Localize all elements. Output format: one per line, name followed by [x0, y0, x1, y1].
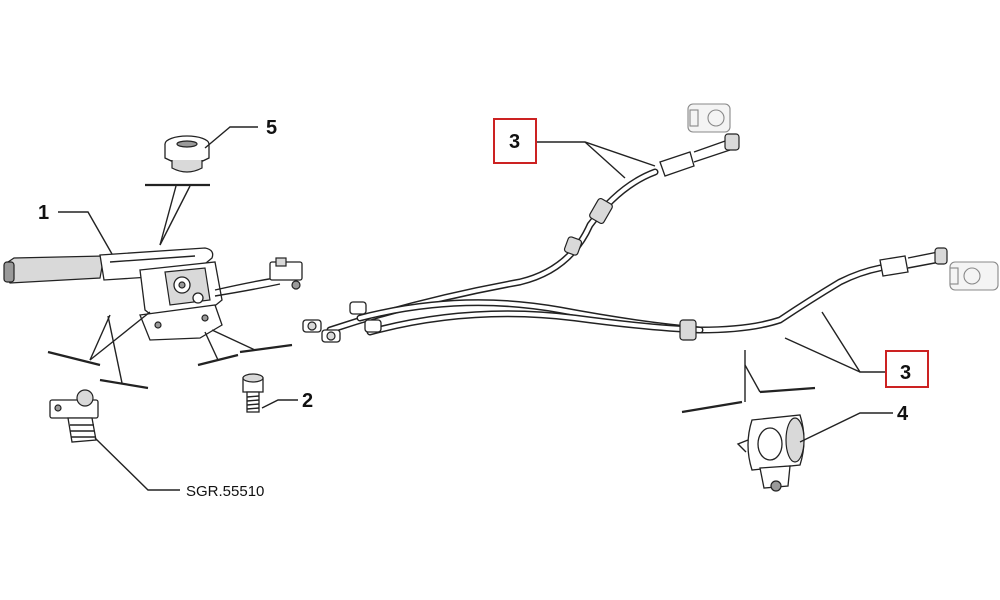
clamp-part-4 [736, 414, 805, 492]
bolt-part-2 [242, 373, 264, 413]
sgr-55510-part [49, 389, 99, 443]
callout-3-top-box [493, 118, 537, 164]
hand-brake-lever [3, 247, 303, 341]
bushing-part-5 [164, 135, 210, 173]
cable-front-fittings [302, 301, 382, 343]
callout-1: 1 [38, 202, 49, 224]
reference-label: SGR.55510 [186, 483, 264, 500]
rear-brake-attachment-right [949, 261, 999, 291]
callout-3-top: 3 [509, 131, 520, 153]
callout-3-right: 3 [900, 362, 911, 384]
callout-3-right-box [885, 350, 929, 388]
callout-2: 2 [302, 390, 313, 412]
callout-4: 4 [897, 403, 909, 425]
callout-5: 5 [266, 117, 277, 139]
brake-cable-lower [356, 247, 948, 341]
rear-brake-attachment-top [687, 103, 731, 133]
leader-lines [47, 126, 893, 491]
